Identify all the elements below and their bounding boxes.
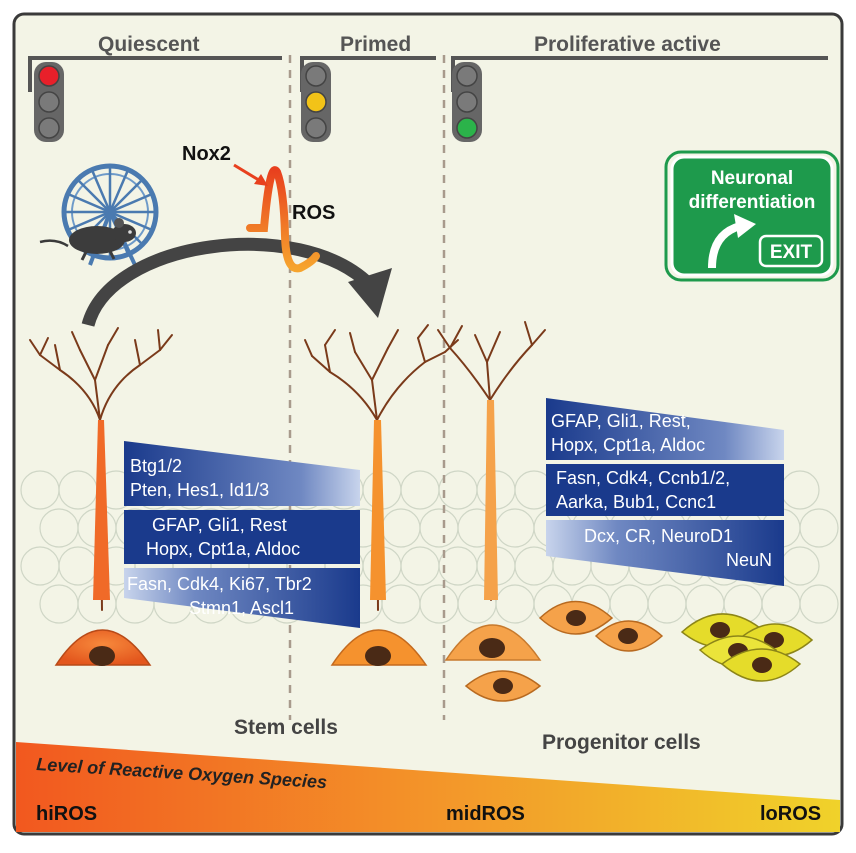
- stem-cell-primed: [304, 324, 459, 666]
- tissue-cell: [799, 584, 839, 624]
- progenitor-radial-cell: [437, 321, 546, 661]
- gene-text: Btg1/2: [130, 456, 182, 476]
- progenitor-cell: [464, 670, 542, 702]
- traffic-light-primed: [301, 62, 331, 142]
- gene-panel-stem-3: Fasn, Cdk4, Ki67, Tbr2 Stmn1, Ascl1: [124, 568, 360, 628]
- exit-sign-line2: differentiation: [689, 192, 816, 213]
- stage-label-quiescent: Quiescent: [98, 33, 200, 56]
- stem-cell-quiescent: [29, 327, 173, 666]
- stage-header-quiescent: Quiescent: [28, 33, 282, 92]
- nox2-arrow: [233, 163, 268, 186]
- gene-text: Fasn, Cdk4, Ki67, Tbr2: [127, 574, 312, 594]
- ros-scale-mid: midROS: [446, 803, 525, 825]
- gene-text: Pten, Hes1, Id1/3: [130, 480, 269, 500]
- traffic-light-quiescent: [34, 62, 64, 142]
- gene-text: Fasn, Cdk4, Ccnb1/2,: [556, 468, 730, 488]
- traffic-light-proliferative: [452, 62, 482, 142]
- gene-text: NeuN: [726, 550, 772, 570]
- ros-label: ROS: [292, 202, 335, 224]
- gene-panel-progenitor-1: GFAP, Gli1, Rest, Hopx, Cpt1a, Aldoc: [546, 398, 784, 460]
- gene-text: Stmn1, Ascl1: [189, 598, 294, 618]
- gene-text: Hopx, Cpt1a, Aldoc: [146, 539, 300, 559]
- progenitor-cell: [594, 620, 664, 652]
- gene-text: GFAP, Gli1, Rest: [152, 515, 287, 535]
- gene-panel-progenitor-3: Dcx, CR, NeuroD1 NeuN: [546, 520, 784, 586]
- exit-sign-line1: Neuronal: [711, 168, 793, 189]
- nox2-label: Nox2: [182, 143, 231, 165]
- gene-text: GFAP, Gli1, Rest,: [551, 411, 691, 431]
- neuroblast-cluster: [680, 613, 814, 682]
- transition-arrow: [81, 237, 392, 328]
- exit-sign: Neuronal differentiation EXIT: [664, 150, 840, 282]
- tissue-cell: [799, 508, 839, 548]
- gene-text: Hopx, Cpt1a, Aldoc: [551, 435, 705, 455]
- ros-scale-high: hiROS: [36, 803, 97, 825]
- mouse-icon: [39, 218, 136, 261]
- exit-label: EXIT: [770, 242, 813, 263]
- stem-cells-label: Stem cells: [234, 716, 338, 739]
- gene-panel-stem-1: Btg1/2 Pten, Hes1, Id1/3: [124, 441, 360, 506]
- stage-label-primed: Primed: [340, 33, 411, 56]
- ros-pulse: [246, 166, 320, 273]
- stage-label-proliferative: Proliferative active: [534, 33, 721, 56]
- gene-text: Dcx, CR, NeuroD1: [584, 526, 733, 546]
- progenitor-cell: [538, 600, 614, 635]
- gene-panel-stem-2: GFAP, Gli1, Rest Hopx, Cpt1a, Aldoc: [124, 510, 360, 564]
- ros-scale-low: loROS: [760, 803, 821, 825]
- gene-text: Aarka, Bub1, Ccnc1: [556, 492, 716, 512]
- progenitor-cells-label: Progenitor cells: [542, 731, 701, 754]
- gene-panel-progenitor-2: Fasn, Cdk4, Ccnb1/2, Aarka, Bub1, Ccnc1: [546, 464, 784, 516]
